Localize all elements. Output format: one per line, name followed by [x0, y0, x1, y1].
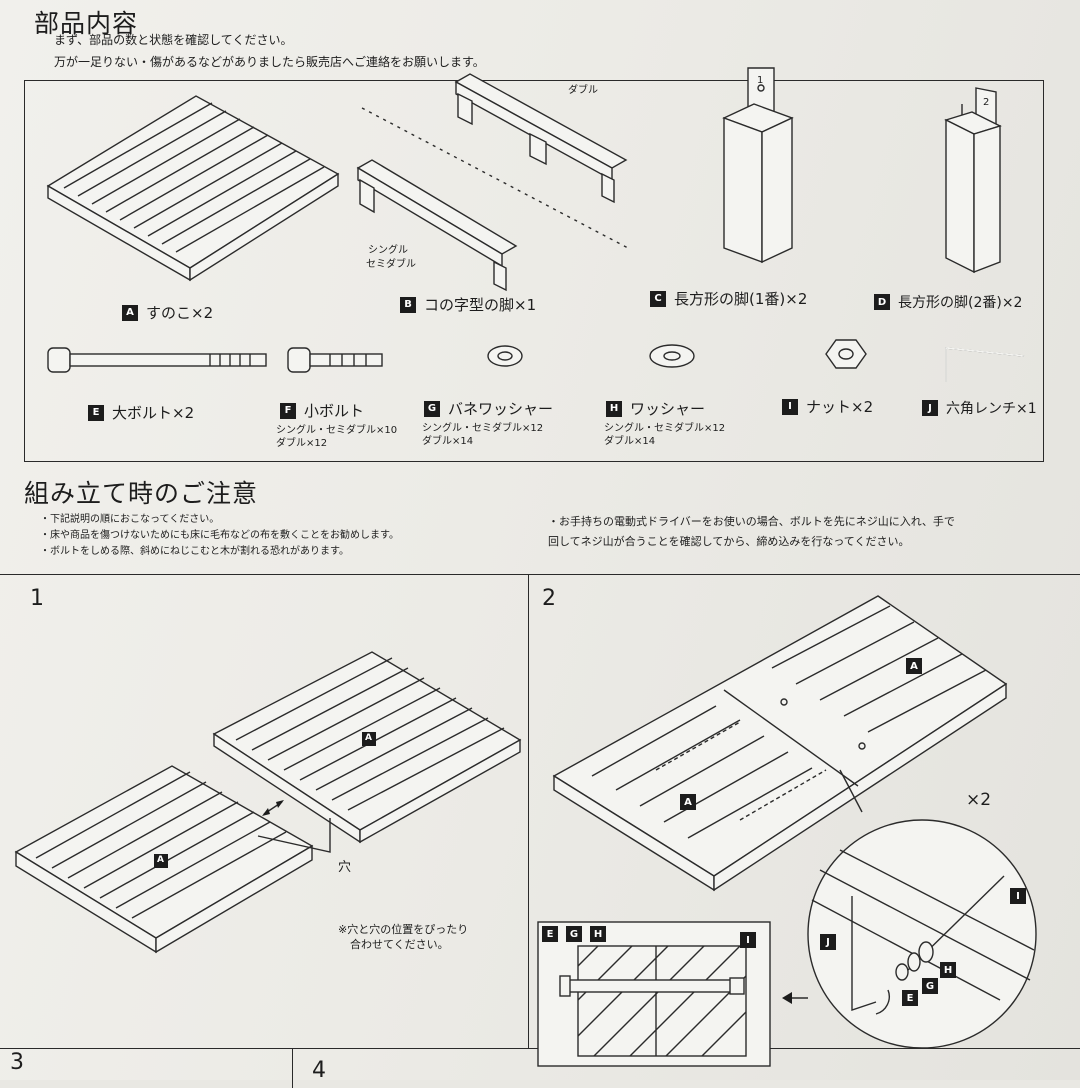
part-a-text: すのこ×2	[146, 304, 214, 322]
step-2-key-e-zoom: E	[902, 990, 918, 1006]
caution-right-1: ・お手持ちの電動式ドライバーをお使いの場合、ボルトを先にネジ山に入れ、手で	[548, 515, 955, 528]
step-2-key-j-zoom: J	[820, 934, 836, 950]
part-f-note-2: ダブル×12	[276, 438, 328, 449]
post-c-drawing	[722, 67, 794, 264]
step-2-key-a-upper: A	[906, 658, 922, 674]
part-c-key: C	[650, 290, 666, 307]
parts-title: 部品内容	[34, 9, 139, 38]
step-1-key-lower: A	[157, 855, 164, 865]
part-h-note-2: ダブル×14	[604, 436, 656, 447]
part-i-text: ナット×2	[806, 398, 874, 416]
leg-semidouble-caption: セミダブル	[366, 259, 416, 270]
part-f-key: F	[280, 402, 296, 419]
hex-wrench-j-drawing	[945, 347, 1025, 382]
post-c-number: 1	[757, 75, 764, 86]
step-2-key-i-section: I	[740, 932, 756, 948]
step-1-key-upper: A	[365, 733, 372, 743]
part-g-note-1: シングル・セミダブル×12	[422, 423, 544, 434]
part-f-label: F 小ボルト	[280, 400, 364, 421]
big-bolt-e-drawing	[47, 347, 267, 373]
u-leg-single-drawing	[356, 159, 518, 292]
caution-left-1: ・下記説明の順におこなってください。	[40, 514, 220, 525]
part-g-key: G	[424, 400, 440, 417]
washer-h-drawing	[649, 344, 695, 368]
step-1-hole-label: 穴	[338, 860, 352, 875]
part-f-text: 小ボルト	[304, 402, 365, 420]
leg-double-caption: ダブル	[568, 85, 598, 96]
part-d-label: D 長方形の脚(2番)×2	[874, 292, 1022, 312]
step-2-key-e-section: E	[542, 926, 558, 942]
steps-lower-divider	[292, 1048, 293, 1088]
step-1-note-2: 合わせてください。	[350, 938, 449, 951]
parts-intro-2: 万が一足りない・傷があるなどがありましたら販売店へご連絡をお願いします。	[54, 55, 485, 69]
part-e-key: E	[88, 404, 104, 421]
slat-frame-a-drawing	[46, 95, 340, 282]
small-bolt-f-drawing	[287, 347, 383, 373]
part-b-label: B コの字型の脚×1	[400, 294, 536, 315]
step-2-times: ×2	[966, 790, 992, 810]
part-c-text: 長方形の脚(1番)×2	[674, 290, 808, 308]
part-d-text: 長方形の脚(2番)×2	[898, 295, 1023, 311]
part-i-label: I ナット×2	[782, 396, 873, 417]
caution-left-2: ・床や商品を傷つけないためにも床に毛布などの布を敷くことをお勧めします。	[40, 530, 399, 541]
part-j-text: 六角レンチ×1	[946, 401, 1037, 417]
part-f-note-1: シングル・セミダブル×10	[276, 425, 398, 436]
steps-top-border	[0, 574, 1080, 575]
caution-right: ・お手持ちの電動式ドライバーをお使いの場合、ボルトを先にネジ山に入れ、手で 回し…	[548, 512, 955, 552]
step-2-key-i-zoom: I	[1010, 888, 1026, 904]
caution-right-2: 回してネジ山が合うことを確認してから、締め込みを行なってください。	[548, 535, 910, 548]
caution-left: ・下記説明の順におこなってください。 ・床や商品を傷つけないためにも床に毛布など…	[40, 512, 399, 560]
steps-divider	[528, 574, 529, 1048]
caution-left-3: ・ボルトをしめる際、斜めにねじこむと木が割れる恐れがあります。	[40, 546, 349, 557]
step-2-key-a-lower: A	[680, 794, 696, 810]
step-2-key-g-section: G	[566, 926, 582, 942]
parts-box	[24, 80, 1044, 462]
part-b-text: コの字型の脚×1	[424, 296, 537, 314]
part-h-key: H	[606, 400, 622, 417]
post-d-number: 2	[983, 97, 990, 108]
part-i-key: I	[782, 398, 798, 415]
part-h-text: ワッシャー	[630, 400, 706, 418]
part-j-key: J	[922, 400, 938, 416]
step-3-number: 3	[10, 1050, 24, 1075]
part-j-label: J 六角レンチ×1	[922, 398, 1037, 418]
part-e-text: 大ボルト×2	[112, 404, 195, 422]
step-2-key-h-zoom: H	[940, 962, 956, 978]
part-e-label: E 大ボルト×2	[88, 402, 194, 423]
step2-joined-frames	[552, 595, 1008, 892]
part-g-note-2: ダブル×14	[422, 436, 474, 447]
caution-title: 組み立て時のご注意	[24, 479, 259, 508]
part-h-label: H ワッシャー	[606, 398, 705, 419]
step2-zoom-circle	[807, 819, 1037, 1049]
part-a-label: A すのこ×2	[122, 302, 213, 323]
parts-intro-1: まず、部品の数と状態を確認してください。	[54, 33, 293, 47]
part-g-label: G バネワッシャー	[424, 398, 553, 419]
step-2-key-g-zoom: G	[922, 978, 938, 994]
step-4-number: 4	[312, 1058, 326, 1083]
step-1-note-1: ※穴と穴の位置をぴったり	[338, 923, 469, 936]
step-1-number: 1	[30, 586, 44, 611]
step1-frame-lower	[14, 765, 314, 954]
step-1-note: ※穴と穴の位置をぴったり 合わせてください。	[338, 922, 468, 952]
post-d-drawing	[944, 87, 1002, 274]
part-b-key: B	[400, 296, 416, 313]
leg-single-caption: シングル	[368, 245, 408, 256]
part-h-note-1: シングル・セミダブル×12	[604, 423, 726, 434]
spring-washer-g-drawing	[487, 345, 523, 367]
nut-i-drawing	[825, 339, 867, 369]
part-g-text: バネワッシャー	[448, 400, 554, 418]
step-2-number: 2	[542, 586, 556, 611]
part-d-key: D	[874, 294, 890, 310]
step-2-key-h-section: H	[590, 926, 606, 942]
part-c-label: C 長方形の脚(1番)×2	[650, 288, 807, 309]
part-a-key: A	[122, 304, 138, 321]
u-leg-double-drawing	[454, 73, 628, 204]
